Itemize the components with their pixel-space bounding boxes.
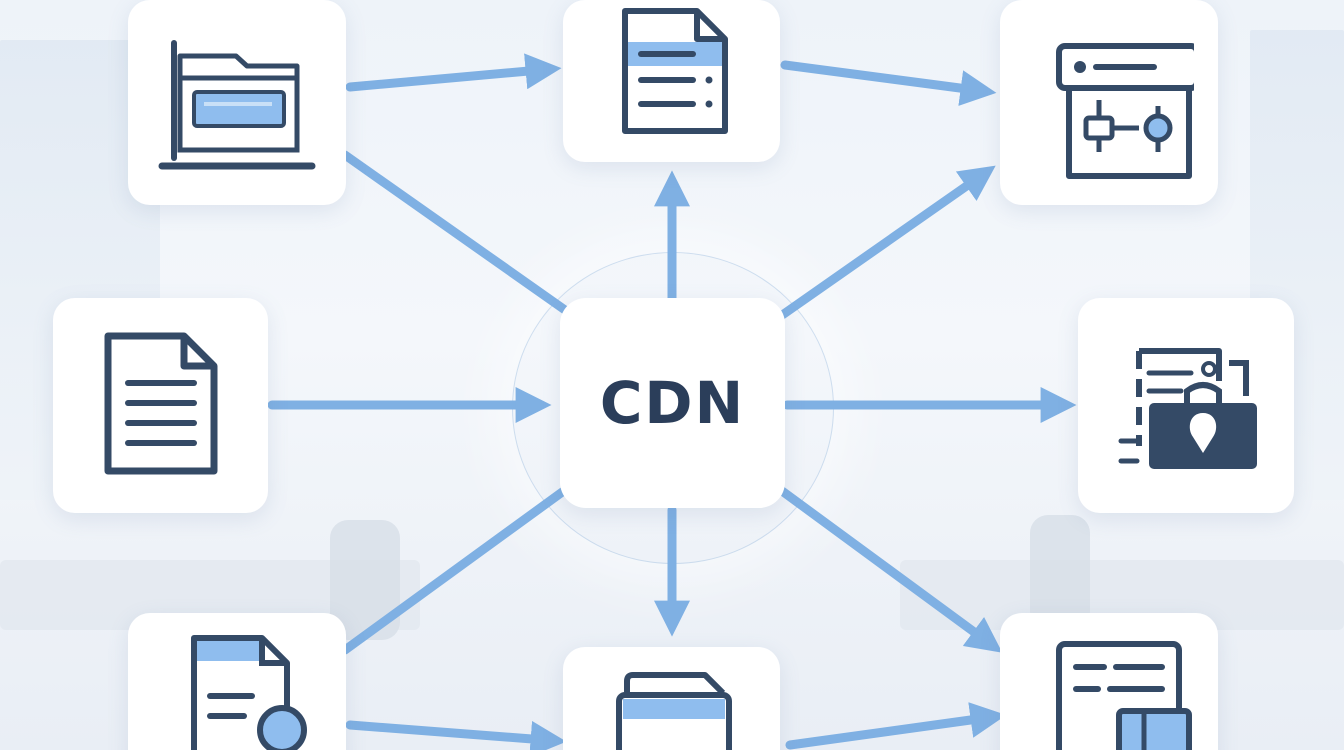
arrow-hub-to-topright <box>773 165 996 323</box>
arrow-bottomleft-to-bottomcenter <box>345 720 567 750</box>
node-card-bottom-left <box>128 613 346 750</box>
arrow-bottomcenter-to-bottomright <box>785 702 1007 750</box>
browser-window-icon <box>1056 42 1194 179</box>
code-window-icon <box>1056 641 1192 750</box>
arrow-topleft-to-hub <box>340 150 570 315</box>
text-document-icon <box>104 332 217 474</box>
node-card-middle-left <box>53 298 268 513</box>
node-card-top-right <box>1000 0 1218 205</box>
secure-files-icon <box>1118 347 1257 469</box>
node-card-bottom-center <box>563 647 780 750</box>
laptop-folder-icon <box>158 39 316 169</box>
node-card-top-left <box>128 0 346 205</box>
arrow-bottomleft-to-hub <box>340 485 570 655</box>
cdn-hub-label: CDN <box>599 369 746 437</box>
arrow-topleft-to-topcenter <box>345 53 562 92</box>
folder-icon <box>615 672 732 750</box>
node-card-top-center <box>563 0 780 162</box>
background-chair <box>1030 515 1090 630</box>
document-list-icon <box>621 8 728 134</box>
arrow-topcenter-to-topright <box>780 60 997 106</box>
file-search-icon <box>191 635 307 750</box>
node-card-bottom-right <box>1000 613 1218 750</box>
arrow-hub-to-bottomright <box>773 483 1003 653</box>
node-card-middle-right <box>1078 298 1294 513</box>
cdn-hub: CDN <box>560 298 785 508</box>
